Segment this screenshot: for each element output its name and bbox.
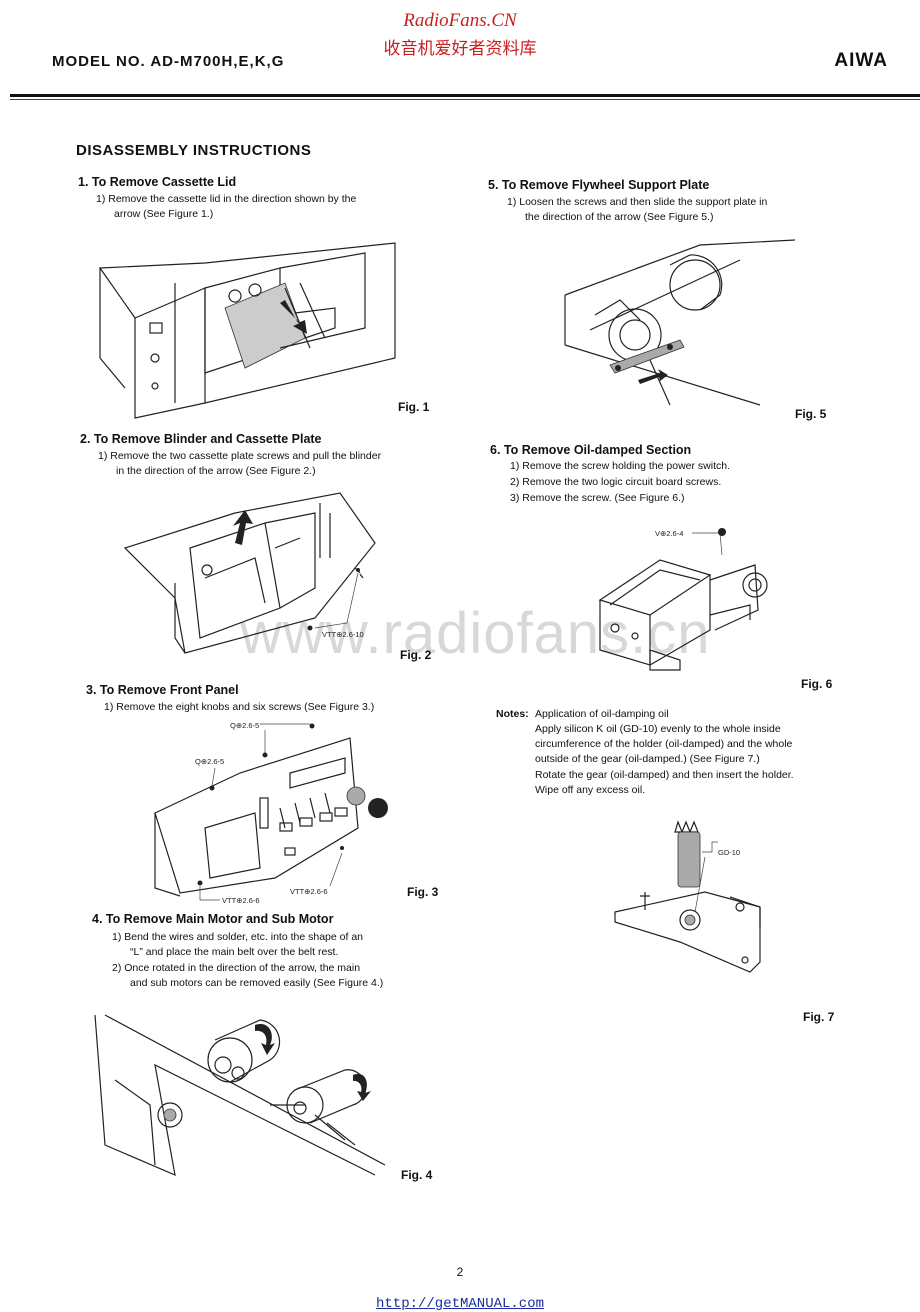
notes-line-2: Apply silicon K oil (GD-10) evenly to th… [535, 723, 781, 735]
section-1-step-1: 1) Remove the cassette lid in the direct… [96, 193, 357, 205]
section-3-heading: 3. To Remove Front Panel [86, 683, 239, 697]
section-4-heading: 4. To Remove Main Motor and Sub Motor [92, 912, 334, 926]
notes-line-4: outside of the gear (oil-damped.) (See F… [535, 753, 760, 765]
section-6-step-2: 2) Remove the two logic circuit board sc… [510, 476, 722, 488]
section-2-step-1: 1) Remove the two cassette plate screws … [98, 450, 382, 462]
brand-logo: AIWA [834, 50, 888, 71]
figure-1-illustration [98, 242, 396, 419]
section-6-step-1: 1) Remove the screw holding the power sw… [510, 460, 731, 472]
section-4-step-1: 1) Bend the wires and solder, etc. into … [112, 931, 363, 943]
figure-2-label: Fig. 2 [400, 648, 432, 662]
section-2-step-1b: in the direction of the arrow (See Figur… [116, 465, 316, 477]
svg-text:Q⊕2.6-5: Q⊕2.6-5 [195, 757, 224, 766]
section-5-heading: 5. To Remove Flywheel Support Plate [488, 178, 710, 192]
section-6-heading: 6. To Remove Oil-damped Section [490, 443, 692, 457]
figure-3-illustration: Q⊕2.6-5 Q⊕2.6-5 VTT⊕2.6-6 VTT⊕2.6-6 [154, 721, 388, 905]
notes-line-3: circumference of the holder (oil-damped)… [535, 738, 793, 750]
notes-line-6: Wipe off any excess oil. [535, 784, 646, 796]
section-4-step-2b: and sub motors can be removed easily (Se… [130, 977, 384, 989]
figure-5-label: Fig. 5 [795, 407, 827, 421]
section-4-step-1b: “L” and place the main belt over the bel… [130, 946, 339, 958]
section-4-step-2: 2) Once rotated in the direction of the … [112, 962, 361, 974]
model-number: MODEL NO. AD-M700H,E,K,G [52, 53, 285, 70]
figure-1-label: Fig. 1 [398, 400, 430, 414]
figure-3-label: Fig. 3 [407, 885, 439, 899]
notes-label: Notes: [496, 708, 529, 720]
figure-6-label: Fig. 6 [801, 677, 833, 691]
figure-5-illustration [564, 239, 796, 406]
header-rule [10, 94, 920, 97]
section-1-step-1b: arrow (See Figure 1.) [114, 208, 214, 220]
figure-7-illustration: GD-10 [614, 820, 761, 973]
svg-text:VTT⊕2.6-10: VTT⊕2.6-10 [322, 630, 364, 639]
section-1-heading: 1. To Remove Cassette Lid [78, 175, 237, 189]
svg-text:GD-10: GD-10 [718, 848, 740, 857]
svg-text:VTT⊕2.6-6: VTT⊕2.6-6 [222, 896, 260, 905]
notes-line-1: Application of oil-damping oil [535, 708, 669, 720]
header-rule-thin [10, 99, 920, 100]
figure-2-illustration: VTT⊕2.6-10 [123, 492, 376, 654]
notes-line-5: Rotate the gear (oil-damped) and then in… [535, 769, 794, 781]
page-title: DISASSEMBLY INSTRUCTIONS [76, 142, 312, 159]
figure-7-label: Fig. 7 [803, 1010, 835, 1024]
footer-link[interactable]: http://getMANUAL.com [375, 1296, 545, 1312]
section-5-step-1: 1) Loosen the screws and then slide the … [507, 196, 768, 208]
site-subtitle: 收音机爱好者资料库 [383, 39, 537, 59]
svg-text:V⊕2.6-4: V⊕2.6-4 [655, 529, 683, 538]
section-3-step-1: 1) Remove the eight knobs and six screws… [104, 701, 375, 713]
section-5-step-1b: the direction of the arrow (See Figure 5… [525, 211, 714, 223]
figure-4-label: Fig. 4 [401, 1168, 433, 1182]
background-watermark: www.radiofans.cn [240, 601, 711, 666]
figure-4-illustration [94, 1014, 386, 1176]
section-6-step-3: 3) Remove the screw. (See Figure 6.) [510, 492, 685, 504]
section-2-heading: 2. To Remove Blinder and Cassette Plate [80, 432, 322, 446]
svg-text:Q⊕2.6-5: Q⊕2.6-5 [230, 721, 259, 730]
site-name: RadioFans.CN [403, 10, 517, 31]
svg-text:VTT⊕2.6-6: VTT⊕2.6-6 [290, 887, 328, 896]
figure-6-illustration: V⊕2.6-4 [598, 528, 768, 671]
page-number: 2 [456, 1265, 464, 1279]
